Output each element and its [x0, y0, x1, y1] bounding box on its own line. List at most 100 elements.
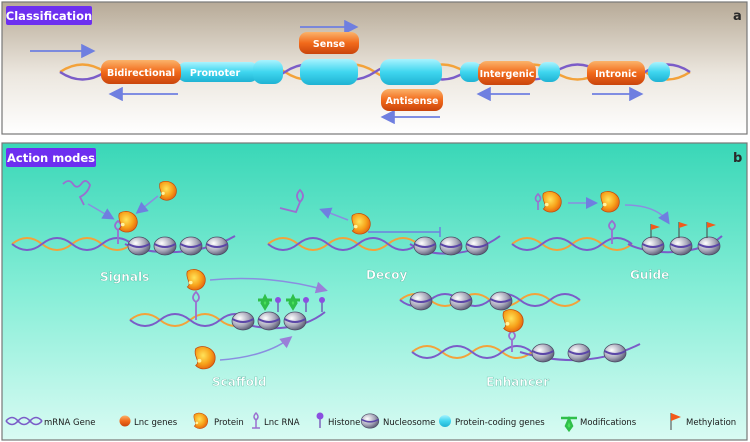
guide-protein-free — [542, 190, 562, 213]
signals-nucleosome-2 — [152, 236, 178, 256]
guide-arrow-2 — [624, 204, 670, 225]
enhancer-nucleosome-bottom-1 — [530, 343, 556, 363]
lnc-rna-icon — [252, 411, 260, 429]
decoy-dna-purple — [267, 237, 419, 251]
scaffold-nucleosome-1 — [230, 311, 256, 331]
lnc-gene-icon — [119, 415, 131, 427]
legend-label: Modifications — [580, 418, 637, 428]
decoy-mode: Decoy — [267, 188, 501, 282]
enhancer-nucleosome-top-2 — [448, 291, 474, 311]
nucleosome-icon — [360, 413, 380, 429]
signals-label: Signals — [100, 270, 149, 284]
legend-item-protein: Protein — [193, 412, 244, 429]
legend-item-protein-coding-genes: Protein-coding genes — [439, 415, 545, 428]
guide-lncrna-bound — [608, 219, 616, 244]
coding-gene-block-6 — [648, 62, 670, 82]
sense-block — [299, 32, 359, 54]
guide-lncrna-free — [534, 192, 542, 210]
signals-free-lncrna — [62, 180, 91, 206]
decoy-label: Decoy — [366, 268, 407, 282]
guide-mode: Guide — [511, 190, 723, 282]
bidirectional-block — [101, 60, 181, 84]
enhancer-mode: Enhancer — [399, 291, 641, 389]
promoter-label: Promoter — [190, 68, 241, 79]
intronic-label: Intronic — [595, 69, 637, 80]
guide-nucleosome-2 — [668, 236, 694, 256]
sense-label: Sense — [313, 39, 345, 50]
legend: mRNA Gene Lnc genes Protein Lnc RNA Hist… — [5, 411, 736, 433]
panel-b-title-box — [6, 148, 96, 167]
signals-nucleosome-1 — [126, 236, 152, 256]
scaffold-arrow-top — [209, 277, 328, 294]
legend-label: Nucleosome — [383, 418, 435, 428]
scaffold-mode: Scaffold — [129, 268, 328, 389]
intronic-block — [587, 61, 645, 85]
scaffold-histones — [275, 297, 325, 312]
decoy-dna-orange — [267, 237, 419, 251]
enhancer-nucleosome-bottom-3 — [602, 343, 628, 363]
panel-a-title-box — [6, 6, 92, 25]
signals-protein-free — [159, 180, 177, 201]
decoy-arrow — [319, 207, 349, 221]
legend-item-lnc-genes: Lnc genes — [119, 415, 178, 428]
promoter-block — [178, 62, 258, 82]
legend-item-histone: Histone — [316, 412, 360, 428]
legend-label: Protein-coding genes — [455, 418, 545, 428]
signals-mode: Signals — [11, 180, 236, 284]
signals-dna-purple — [11, 237, 133, 251]
guide-methylation-flags — [650, 222, 716, 238]
enhancer-nucleosome-bottom-2 — [566, 343, 592, 363]
enhancer-protein — [502, 309, 524, 333]
legend-label: Lnc RNA — [264, 418, 300, 428]
protein-coding-gene-icon — [439, 415, 451, 427]
enhancer-dna-bottom-purple — [411, 345, 533, 359]
coding-gene-block-3 — [380, 59, 442, 85]
legend-item-nucleosome: Nucleosome — [360, 413, 435, 429]
intergenic-block — [478, 61, 536, 85]
scaffold-nucleosome-2 — [256, 311, 282, 331]
mrna-gene-icon — [5, 416, 43, 426]
coding-gene-block-1 — [253, 60, 283, 84]
guide-nucleosome-3 — [696, 236, 722, 256]
legend-label: Lnc genes — [134, 418, 178, 428]
protein-icon — [193, 412, 209, 429]
signals-nucleosome-4 — [204, 236, 230, 256]
legend-label: mRNA Gene — [44, 418, 96, 428]
scaffold-label: Scaffold — [212, 375, 267, 389]
decoy-nucleosome-3 — [464, 236, 490, 256]
panel-a-title: Classification — [6, 9, 92, 23]
guide-label: Guide — [630, 268, 669, 282]
decoy-nucleosome-1 — [412, 236, 438, 256]
decoy-protein — [351, 212, 371, 235]
scaffold-arrow-bottom — [219, 336, 293, 361]
coding-gene-block-2 — [300, 59, 358, 85]
legend-label: Histone — [328, 418, 360, 428]
signals-arrow-protein — [135, 195, 159, 214]
enhancer-nucleosome-top-1 — [408, 291, 434, 311]
legend-item-methylation: Methylation — [670, 413, 736, 430]
bidirectional-label: Bidirectional — [107, 68, 175, 79]
panel-b: Action modes b Signals — [1, 142, 748, 441]
enhancer-nucleosome-top-3 — [488, 291, 514, 311]
signals-protein-bound — [118, 210, 138, 233]
scaffold-lncrna — [192, 290, 200, 320]
scaffold-dna-purple — [129, 313, 251, 327]
scaffold-nucleosome-3 — [282, 311, 308, 331]
methylation-icon — [670, 413, 681, 430]
modifications-icon — [561, 415, 577, 433]
panel-b-frame — [1, 142, 748, 441]
decoy-nucleosome-2 — [438, 236, 464, 256]
panel-b-title: Action modes — [7, 151, 95, 165]
panel-a: Classification a Bidirectional Promoter … — [1, 1, 748, 135]
enhancer-label: Enhancer — [486, 375, 549, 389]
guide-nucleosome-1 — [640, 236, 666, 256]
antisense-block — [381, 89, 443, 111]
guide-protein-bound — [600, 190, 620, 213]
signals-arrow-lncrna — [87, 203, 115, 220]
scaffold-protein-bottom — [194, 346, 216, 370]
signals-nucleosome-3 — [178, 236, 204, 256]
guide-dna-purple — [511, 237, 633, 251]
legend-item-modifications: Modifications — [561, 415, 637, 433]
